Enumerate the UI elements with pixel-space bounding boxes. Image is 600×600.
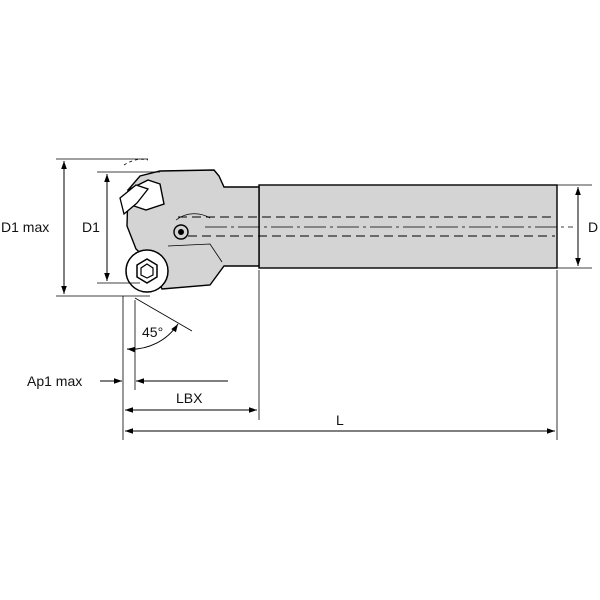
d-label: D [588,219,598,235]
ap1-max-label: Ap1 max [27,373,82,389]
tool-shank [258,184,558,269]
lbx-label: LBX [176,390,203,406]
d1-label: D1 [82,219,100,235]
upper-insert [119,179,165,216]
d1-max-label: D1 max [1,219,49,235]
lower-insert [125,249,169,293]
cutting-sweep-arc [123,158,149,166]
l-label: L [336,412,344,428]
angle-label: 45° [142,324,163,340]
angle-dimension-arc [126,323,179,353]
